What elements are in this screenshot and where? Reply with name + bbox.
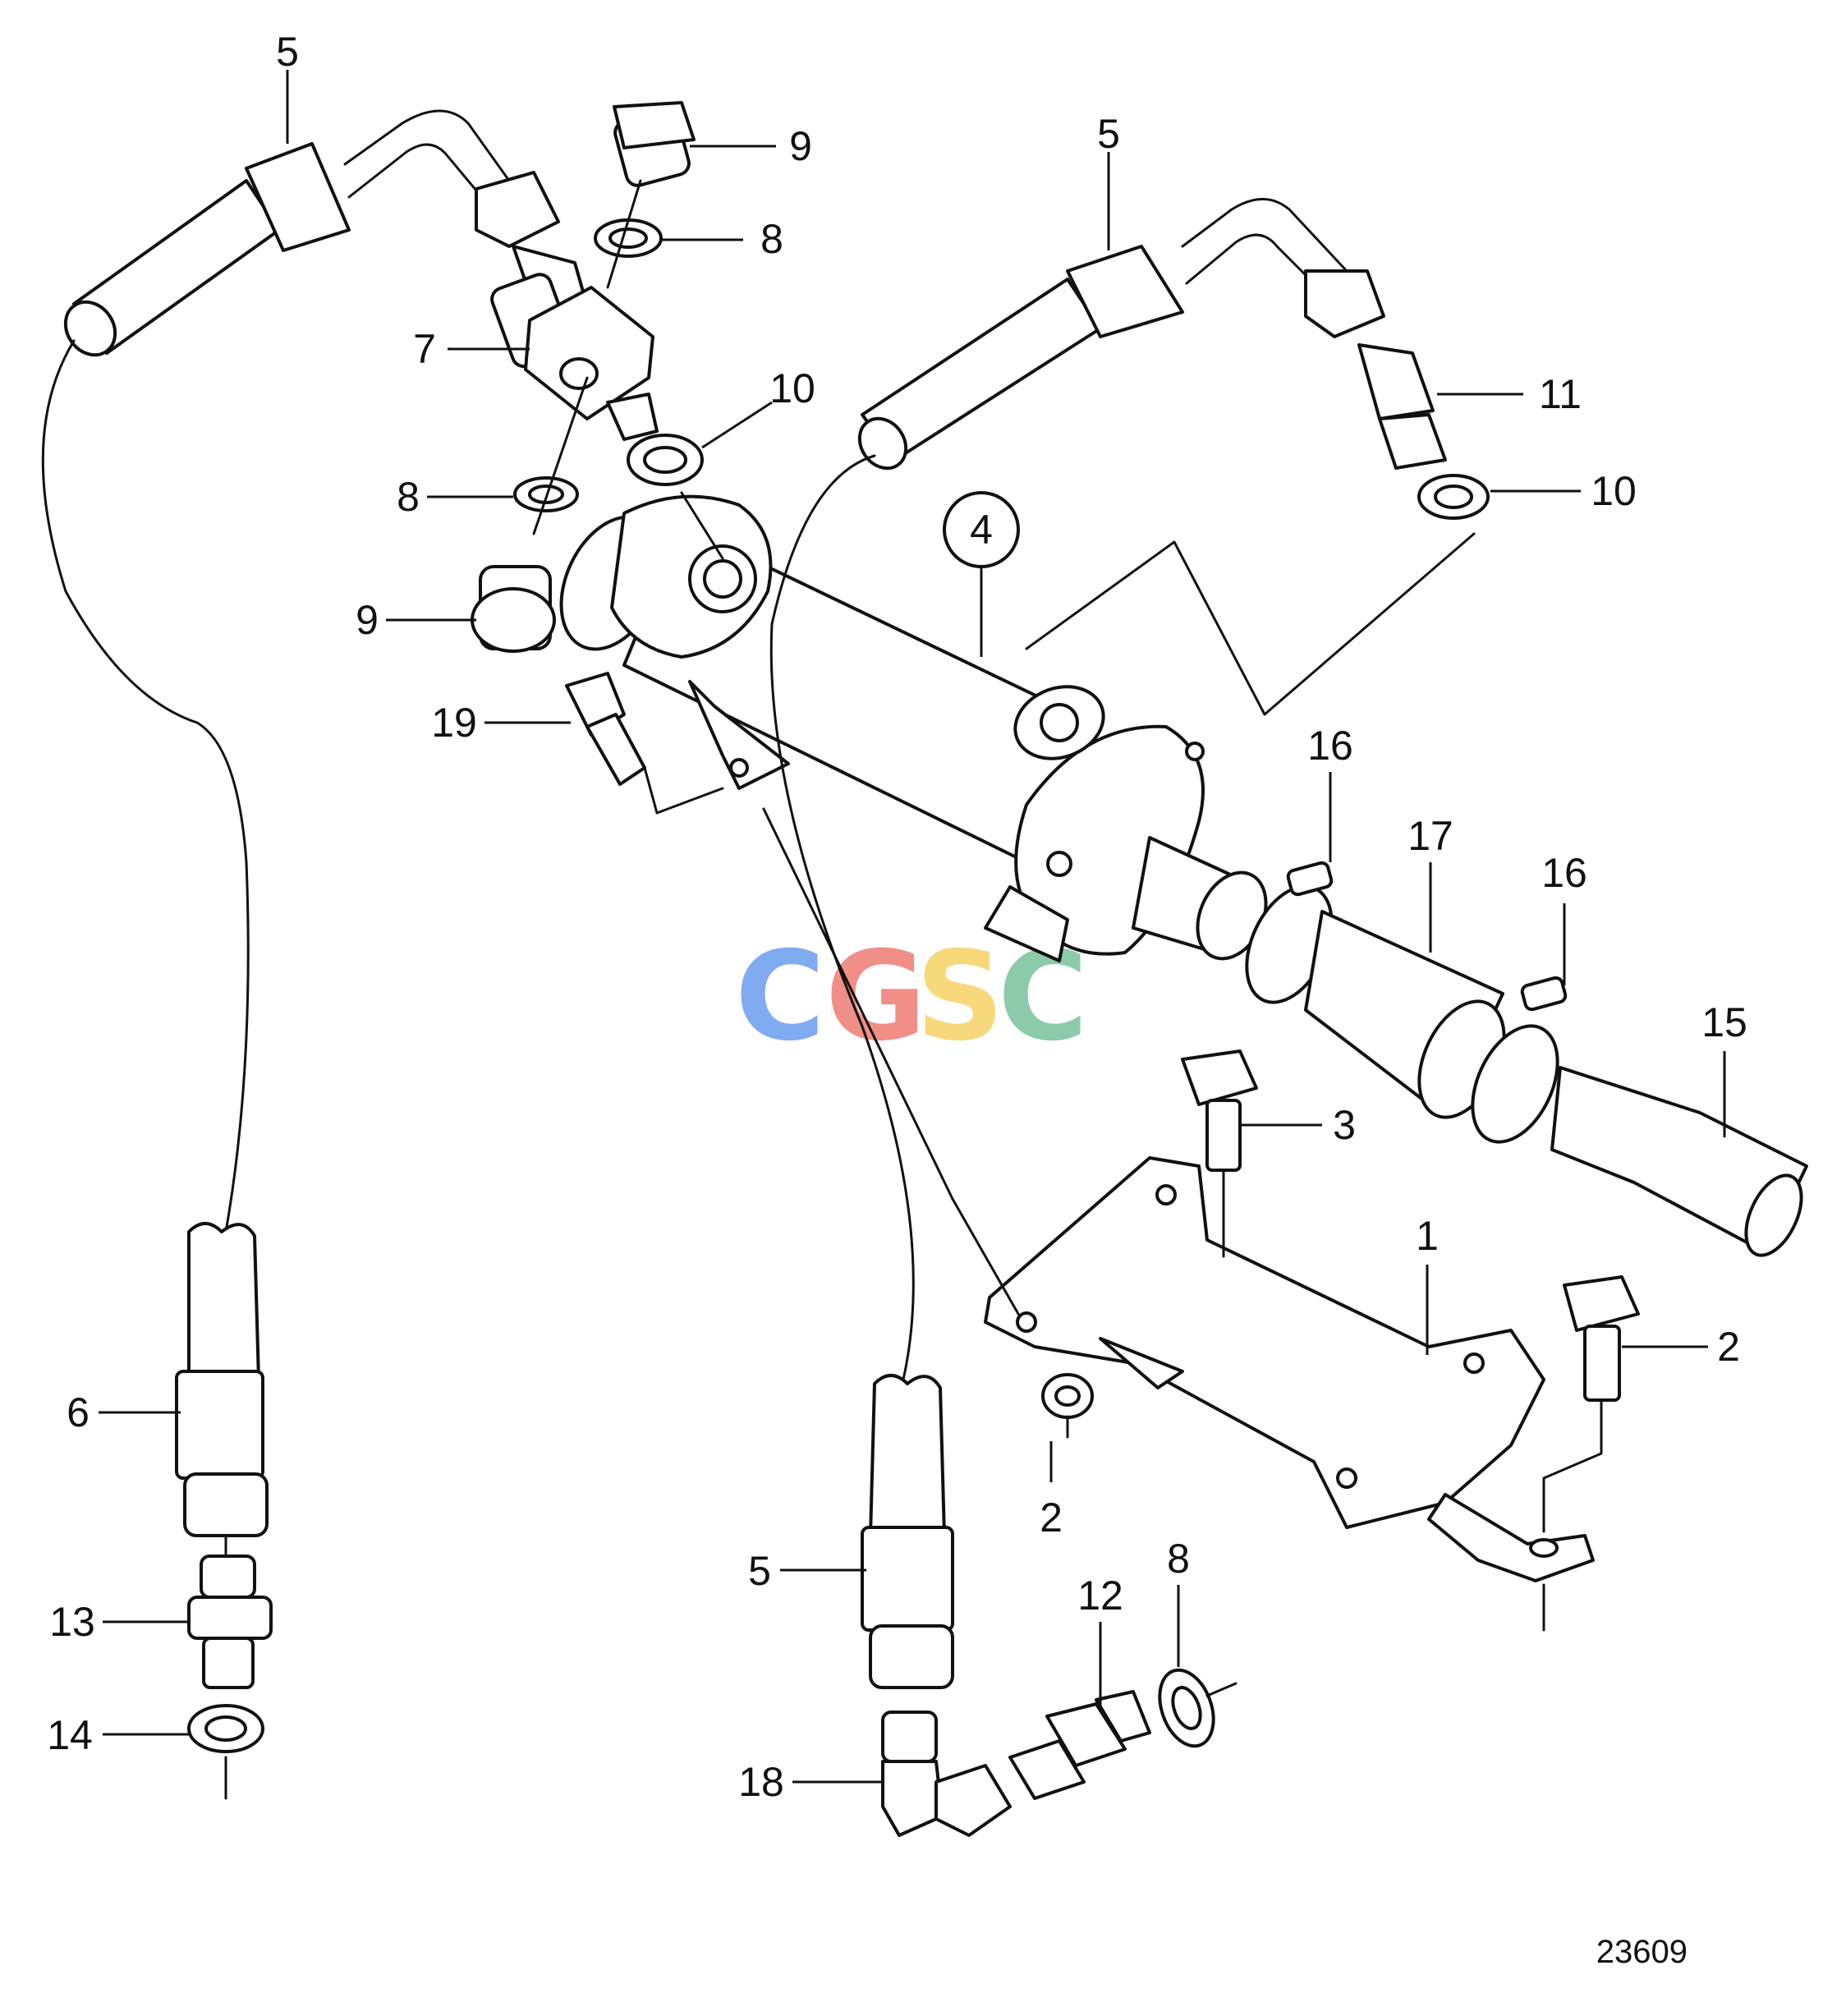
callout-6: 6 bbox=[67, 1389, 90, 1435]
watermark-letter-c1: C bbox=[735, 925, 825, 1068]
routing-lines bbox=[41, 339, 1020, 1381]
callout-5-top-right: 5 bbox=[1097, 111, 1120, 157]
watermark-letter-s: S bbox=[916, 925, 1004, 1068]
callout-13: 13 bbox=[49, 1599, 95, 1645]
bolt-2-right bbox=[1542, 1275, 1640, 1632]
callout-16-right: 16 bbox=[1541, 850, 1587, 896]
figure-number: 23609 bbox=[1596, 1934, 1688, 1970]
callout-8-lower: 8 bbox=[1167, 1536, 1190, 1582]
callout-labels: 5 9 8 7 10 8 9 19 5 11 10 4 16 17 16 15 … bbox=[47, 29, 1747, 1805]
union-12 bbox=[1045, 1702, 1127, 1767]
hose-upper-right bbox=[857, 198, 1490, 716]
callout-18: 18 bbox=[738, 1759, 784, 1805]
callout-12: 12 bbox=[1077, 1573, 1123, 1619]
hose-end-lower-middle bbox=[861, 1374, 1238, 1837]
mounting-bracket bbox=[984, 1156, 1595, 1582]
tee-fitting-assembly bbox=[471, 101, 724, 653]
callout-8-top: 8 bbox=[760, 216, 783, 262]
callout-5-lower: 5 bbox=[748, 1548, 771, 1594]
bolt-19 bbox=[565, 672, 724, 815]
callout-9-lower: 9 bbox=[356, 597, 379, 643]
callout-5-top-left: 5 bbox=[276, 29, 299, 75]
bolt-3 bbox=[1181, 1049, 1258, 1258]
callout-9-top: 9 bbox=[789, 123, 812, 169]
hose-clamp-b bbox=[1471, 1024, 1559, 1144]
callout-2-lower: 2 bbox=[1040, 1495, 1063, 1541]
callout-8-middle: 8 bbox=[397, 474, 420, 520]
leader-lines bbox=[99, 70, 1726, 1784]
nut-2-lower bbox=[1041, 1373, 1094, 1439]
callout-19: 19 bbox=[431, 700, 477, 746]
heat-exchanger bbox=[559, 494, 1268, 962]
hose-assembly bbox=[1245, 861, 1808, 1257]
callout-10-right: 10 bbox=[1591, 468, 1637, 514]
union-11 bbox=[1357, 343, 1435, 420]
callout-4: 4 bbox=[970, 507, 993, 553]
callout-17: 17 bbox=[1407, 813, 1453, 859]
callout-15: 15 bbox=[1701, 999, 1747, 1045]
watermark-letter-g: G bbox=[825, 925, 926, 1068]
callout-2-right: 2 bbox=[1717, 1324, 1740, 1370]
hose-upper-left bbox=[63, 109, 593, 369]
callout-3: 3 bbox=[1333, 1102, 1356, 1148]
callout-10-left: 10 bbox=[769, 365, 815, 411]
callout-1: 1 bbox=[1416, 1213, 1439, 1259]
elbow-18 bbox=[881, 1711, 938, 1763]
callout-14: 14 bbox=[47, 1712, 93, 1758]
adapter-13 bbox=[187, 1596, 273, 1640]
callout-16-left: 16 bbox=[1307, 723, 1353, 769]
hose-end-lower-left bbox=[175, 1222, 273, 1800]
callout-11: 11 bbox=[1539, 371, 1582, 417]
callout-7: 7 bbox=[413, 326, 436, 372]
tee-piece bbox=[524, 286, 654, 420]
